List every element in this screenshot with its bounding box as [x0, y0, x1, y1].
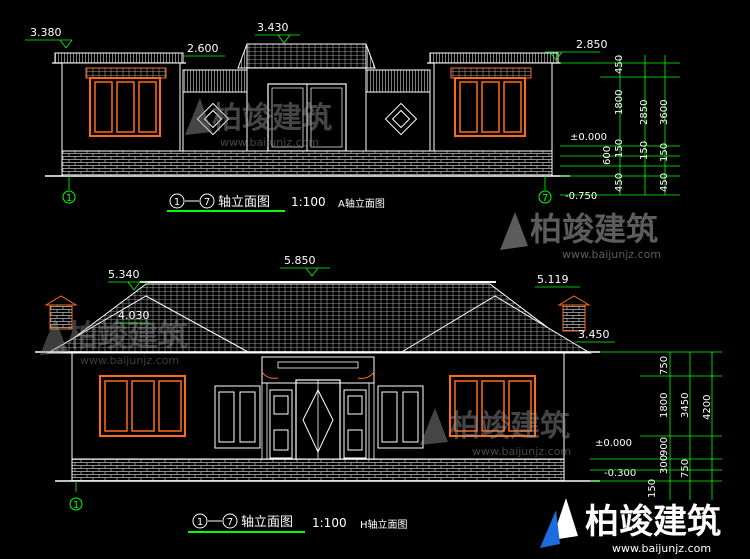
axis-marker-1-label: 1 [66, 193, 72, 204]
h-right-window [449, 375, 536, 437]
elev-a-left-eave: 3.380 [30, 26, 62, 39]
title-h-scale: 1:100 [312, 516, 347, 530]
dim-a-600: 600 [602, 146, 613, 165]
dim-h-900: 900 [659, 437, 670, 456]
dim-h-750-top: 750 [659, 356, 670, 375]
dim-a-450-bottom: 450 [614, 173, 625, 192]
right-wing-roof [429, 52, 559, 64]
watermark-center-lower: 柏竣建筑 www.baijunjz.com [420, 408, 571, 458]
dim-a-2850: 2850 [639, 100, 650, 125]
title-a-subtitle: A轴立面图 [338, 197, 385, 210]
elev-h-right-eave: 3.450 [578, 328, 610, 341]
title-h-axis-7: 7 [227, 517, 233, 528]
dim-h-750-bottom: 750 [680, 459, 691, 478]
axis-marker-7 [538, 190, 552, 204]
chimney-right [557, 295, 591, 332]
dim-h-1800: 1800 [659, 393, 670, 418]
watermark-brand: 柏竣建筑 [212, 101, 332, 136]
brand-logo-icon [420, 408, 448, 445]
elev-a-right-wing: 2.850 [576, 38, 608, 51]
elev-h-left-eave: 5.340 [108, 268, 140, 281]
title-a-scale: 1:100 [291, 195, 326, 209]
elev-h-ridge: 5.850 [284, 254, 316, 267]
lattice-ornament-left [196, 102, 230, 136]
watermark-url: www.baijunjz.com [612, 542, 711, 555]
title-h-text: 轴立面图 [241, 515, 293, 530]
watermark-url: www.baijunjz.com [220, 136, 319, 149]
chimney-left [44, 295, 78, 330]
brand-logo-icon [552, 498, 578, 540]
elevation-a: 1 7 3.380 3.430 2.600 2.850 450 1800 ±0.… [25, 21, 680, 212]
watermark-brand: 柏竣建筑 [68, 319, 188, 354]
dim-a-150b: 150 [639, 141, 650, 160]
elev-h-left-step: 4.030 [118, 309, 150, 322]
title-a-axis-7: 7 [204, 197, 210, 208]
lattice-ornament-right [384, 102, 418, 136]
title-h-axis-1: 1 [197, 517, 203, 528]
watermark-url: www.baijunjz.com [472, 445, 571, 458]
watermark-bottom-right: 柏竣建筑 www.baijunjz.com [540, 498, 721, 555]
title-a: 1 7 轴立面图 1:100 A轴立面图 [167, 193, 385, 212]
watermark-brand: 柏竣建筑 [450, 409, 570, 444]
lattice-windows [214, 385, 424, 459]
watermark-url: www.baijunjz.com [562, 248, 661, 261]
dim-h-3450: 3450 [680, 393, 691, 418]
right-wing-window [450, 67, 532, 137]
dim-a-450-top: 450 [614, 55, 625, 74]
watermark-top-center: 柏竣建筑 www.baijunjz.com [185, 98, 332, 149]
dim-h-300: 300 [659, 455, 670, 474]
brick-plinth [61, 150, 553, 177]
link-roof-right [365, 69, 431, 93]
h-brick-plinth [71, 458, 565, 482]
elev-a-floor: ±0.000 [570, 132, 607, 143]
left-wing-window [85, 67, 167, 137]
watermark-right-upper: 柏竣建筑 www.baijunjz.com [500, 210, 661, 261]
title-h-subtitle: H轴立面图 [360, 518, 408, 531]
title-a-axis-1: 1 [174, 197, 180, 208]
watermark-brand: 柏竣建筑 [585, 502, 721, 542]
title-a-text: 轴立面图 [218, 195, 270, 210]
dim-a-150: 150 [614, 139, 625, 158]
brand-logo-icon [500, 212, 528, 250]
dim-h-150: 150 [647, 479, 658, 498]
h-axis-marker-1 [69, 497, 83, 511]
dim-h-4200: 4200 [702, 395, 713, 420]
dim-a-150c: 150 [659, 143, 670, 162]
dim-a-450c: 450 [659, 173, 670, 192]
brand-logo-icon [40, 318, 68, 355]
left-wing-roof [54, 52, 184, 64]
brand-logo-icon [185, 98, 212, 135]
elev-a-left-wing: 2.600 [187, 42, 219, 55]
link-roof-left [182, 69, 248, 93]
axis-marker-1 [62, 190, 76, 204]
elev-a-ground: -0.750 [565, 191, 597, 202]
watermark-left-middle: 柏竣建筑 www.baijunjz.com [40, 318, 188, 367]
watermark-url: www.baijunjz.com [80, 354, 179, 367]
elev-h-right-chimney: 5.119 [537, 273, 569, 286]
elev-a-ridge: 3.430 [257, 21, 289, 34]
elevation-h: 1 5.850 5.340 4.030 5.119 3.450 ±0.000 -… [35, 254, 722, 533]
dim-a-3600: 3600 [659, 100, 670, 125]
elev-h-floor: ±0.000 [595, 438, 632, 449]
watermark-brand: 柏竣建筑 [530, 210, 658, 248]
h-left-window [99, 375, 186, 437]
axis-marker-7-label: 7 [542, 193, 548, 204]
h-axis-marker-1-label: 1 [73, 500, 79, 511]
dim-a-1800: 1800 [614, 90, 625, 115]
elev-h-ground: -0.300 [604, 468, 636, 479]
title-h: 1 7 轴立面图 1:100 H轴立面图 [188, 513, 408, 533]
